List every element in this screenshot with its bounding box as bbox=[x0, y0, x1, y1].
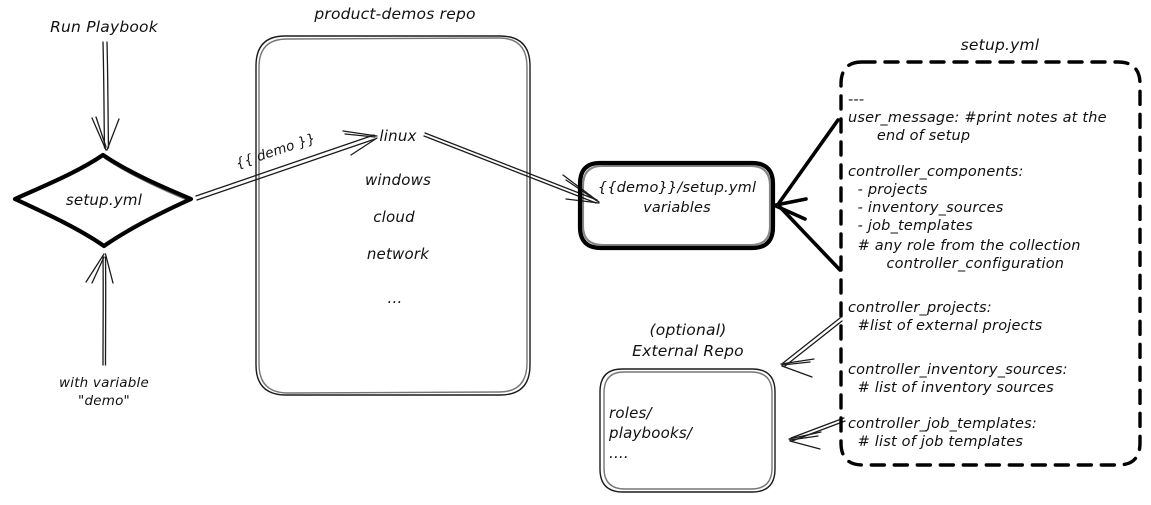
setup-yml-file-line-9: controller_configuration bbox=[848, 256, 1064, 272]
with-variable-label-line1: with variable bbox=[59, 375, 149, 391]
variables-node-shape bbox=[577, 160, 776, 251]
run-playbook-arrow bbox=[91, 41, 120, 151]
jobtemplates-to-external-repo-arrow bbox=[788, 417, 846, 450]
setup-yml-file-line-7: - job_templates bbox=[848, 218, 973, 234]
setup-yml-file-line-1: user_message: #print notes at the bbox=[848, 110, 1107, 126]
with-variable-arrow bbox=[85, 253, 114, 366]
setup-yml-file-line-2: end of setup bbox=[848, 128, 970, 144]
repo-item-ellipsis: ... bbox=[388, 289, 403, 307]
setup-yml-file-shape bbox=[839, 60, 1142, 467]
setup-yml-file-line-4: controller_components: bbox=[848, 164, 1024, 180]
variables-node-label-line2: variables bbox=[643, 200, 711, 216]
setup-yml-file-line-14: controller_inventory_sources: bbox=[848, 362, 1068, 378]
setup-yml-file-line-6: - inventory_sources bbox=[848, 200, 1004, 216]
product-demos-repo-title: product-demos repo bbox=[313, 5, 475, 23]
variables-node-label-line1: {{demo}}/setup.yml bbox=[598, 180, 756, 196]
setup-yml-file-line-15: # list of inventory sources bbox=[848, 380, 1054, 396]
external-repo-item-roles: roles/ bbox=[609, 404, 654, 422]
setup-yml-file-line-12: #list of external projects bbox=[848, 318, 1043, 334]
setup-yml-file-line-8: # any role from the collection bbox=[848, 238, 1081, 254]
with-variable-label-line2: "demo" bbox=[78, 393, 130, 409]
setup-yml-node-shape bbox=[12, 152, 194, 249]
external-repo-shape bbox=[599, 368, 776, 493]
setup-yml-node-label: setup.yml bbox=[66, 191, 143, 209]
repo-item-cloud: cloud bbox=[373, 208, 415, 226]
repo-item-linux: linux bbox=[379, 127, 416, 145]
setupfile-to-variables-arrows bbox=[774, 118, 842, 272]
linux-to-variables-arrow bbox=[423, 132, 600, 204]
repo-item-windows: windows bbox=[365, 171, 431, 189]
external-repo-item-playbooks: playbooks/ bbox=[608, 424, 694, 442]
setup-yml-file-line-0: --- bbox=[848, 92, 864, 108]
demo-arrow-label: {{ demo }} bbox=[234, 130, 318, 172]
setup-yml-file-line-11: controller_projects: bbox=[848, 300, 992, 316]
setup-yml-file-line-18: # list of job templates bbox=[848, 434, 1023, 450]
demo-arrow bbox=[195, 130, 378, 201]
run-playbook-label: Run Playbook bbox=[50, 18, 159, 36]
external-repo-title-line2: External Repo bbox=[632, 342, 744, 360]
setup-yml-file-line-17: controller_job_templates: bbox=[848, 416, 1037, 432]
external-repo-title-line1: (optional) bbox=[650, 321, 727, 339]
setup-yml-file-title: setup.yml bbox=[961, 36, 1040, 54]
external-repo-item-ellipsis: .... bbox=[609, 444, 629, 462]
setup-yml-file-line-5: - projects bbox=[848, 182, 928, 198]
repo-item-network: network bbox=[367, 245, 430, 263]
product-demos-repo-shape bbox=[255, 35, 531, 396]
projects-to-external-repo-arrow bbox=[780, 317, 843, 378]
